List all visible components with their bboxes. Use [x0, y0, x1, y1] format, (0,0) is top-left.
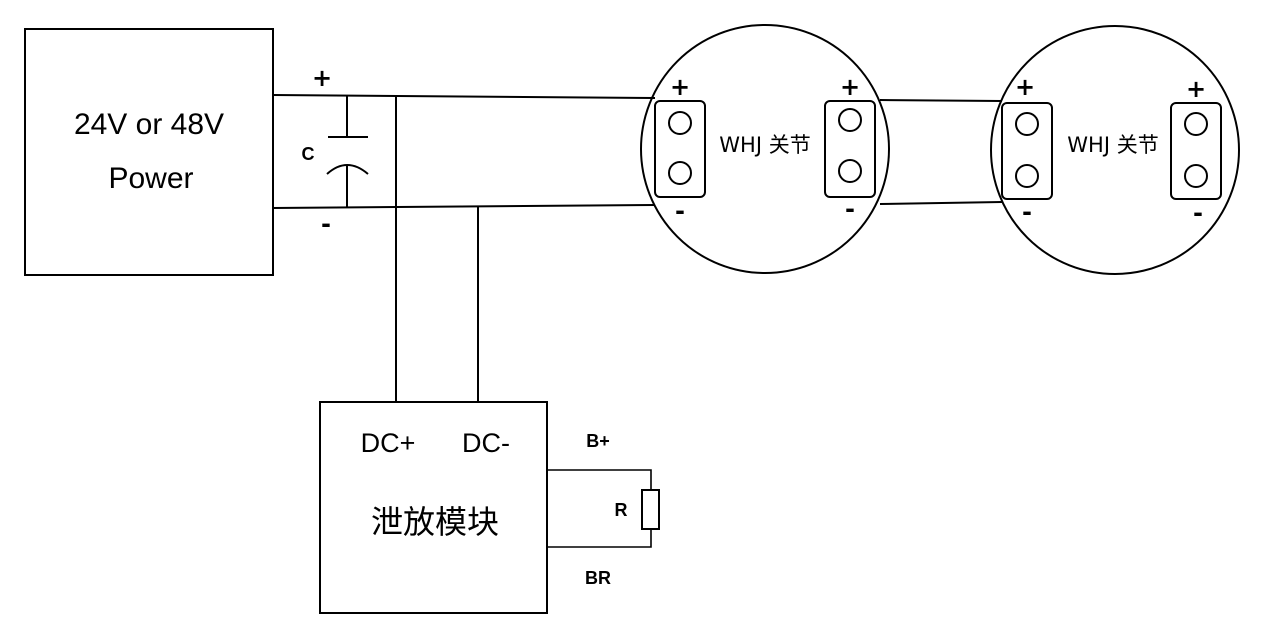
joint-2-right-pin-bottom [1184, 164, 1208, 188]
joint-1-right-connector [824, 100, 876, 198]
joint-1-right-plus-label: + [840, 73, 860, 101]
capacitor: C [302, 96, 369, 207]
power-minus-terminal-label: - [321, 210, 331, 238]
joint-2-left-connector [1001, 102, 1053, 200]
capacitor-label: C [302, 144, 315, 164]
negative-bus-wire [272, 204, 656, 209]
dc-plus-terminal-label: DC+ [361, 428, 416, 458]
braking-module-box [319, 401, 548, 614]
joint-2-left-minus-label: - [1022, 198, 1032, 226]
power-supply-box [24, 28, 274, 276]
joint-2-right-plus-label: + [1186, 75, 1206, 103]
bus-wires [272, 94, 1003, 402]
braking-module: DC+ DC- 泄放模块 [319, 401, 548, 614]
joint-2-right-minus-label: - [1193, 199, 1203, 227]
joint-2: + - + - WHJ 关节 [990, 25, 1240, 275]
joint-link-negative-wire [879, 201, 1003, 205]
joint-1-right-minus-label: - [845, 195, 855, 223]
joint-2-left-pin-bottom [1015, 164, 1039, 188]
joint-2-label: WHJ 关节 [1067, 133, 1158, 157]
joint-2-left-plus-label: + [1015, 73, 1035, 101]
joint-1-left-pin-top [668, 111, 692, 135]
braking-module-name: 泄放模块 [371, 503, 499, 541]
joint-1-left-minus-label: - [675, 197, 685, 225]
power-voltage-label: 24V or 48V [74, 108, 224, 141]
joint-1-label: WHJ 关节 [719, 133, 810, 157]
joint-2-body [990, 25, 1240, 275]
power-supply: 24V or 48V Power [24, 28, 274, 276]
joint-2-left-pin-top [1015, 112, 1039, 136]
b-plus-terminal-label: B+ [586, 431, 610, 451]
resistor-body [641, 489, 660, 530]
b-plus-wire [547, 469, 652, 490]
dc-minus-terminal-label: DC- [462, 428, 510, 458]
joint-1-right-pin-top [838, 108, 862, 132]
resistor-circuit: B+ BR R [547, 431, 660, 588]
positive-bus-wire [272, 94, 656, 99]
joint-1: + - + - WHJ 关节 [640, 24, 890, 274]
resistor-label: R [615, 500, 628, 520]
joint-1-left-plus-label: + [670, 73, 690, 101]
joint-1-right-pin-bottom [838, 159, 862, 183]
joint-1-body [640, 24, 890, 274]
br-terminal-label: BR [585, 568, 611, 588]
joint-2-right-pin-top [1184, 112, 1208, 136]
br-wire [547, 529, 652, 548]
power-title-label: Power [108, 162, 193, 195]
joint-2-right-connector [1170, 102, 1222, 200]
joint-1-left-pin-bottom [668, 161, 692, 185]
joint-1-left-connector [654, 100, 706, 198]
power-plus-terminal-label: + [312, 64, 332, 92]
joint-link-positive-wire [879, 99, 1003, 102]
